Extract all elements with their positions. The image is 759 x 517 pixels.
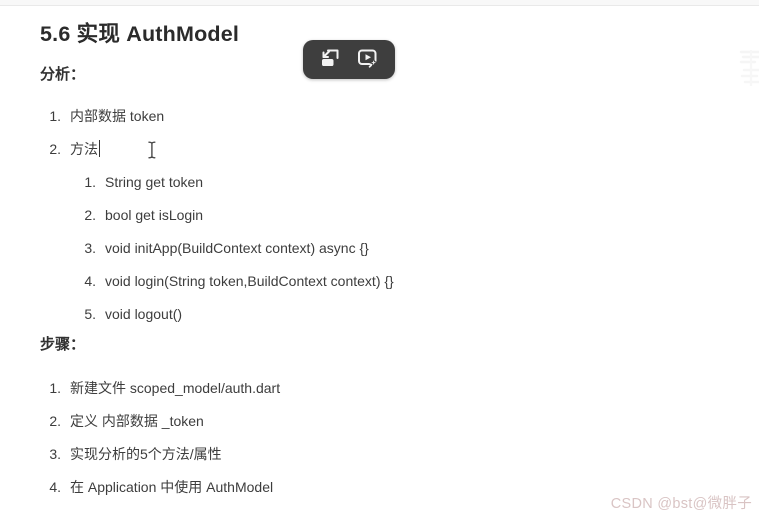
steps-list: 1. 新建文件 scoped_model/auth.dart 2. 定义 内部数… [0, 371, 759, 503]
steps-heading: 步骤： [40, 336, 86, 353]
list-item-text: void logout() [105, 305, 183, 322]
analysis-list: 1. 内部数据 token 2. 方法 1. String get token … [0, 99, 759, 330]
document-page: 5.6 实现 AuthModel 分析： 1. 内部数据 token 2. 方法… [0, 22, 759, 503]
list-item[interactable]: 1. 内部数据 token [0, 99, 759, 132]
list-item-number: 5. [84, 305, 96, 322]
video-ai-summary-button[interactable] [355, 47, 381, 73]
list-item-text: 定义 内部数据 _token [70, 412, 204, 429]
faint-edge-watermark [735, 46, 759, 92]
list-item-number: 1. [84, 173, 96, 190]
list-item-number: 2. [84, 206, 96, 223]
list-item-text: 新建文件 scoped_model/auth.dart [70, 379, 281, 396]
list-item-text: 方法 [70, 140, 98, 157]
list-item[interactable]: 2. 定义 内部数据 _token [0, 404, 759, 437]
picture-in-picture-icon [318, 46, 342, 73]
text-caret [99, 140, 100, 157]
list-item[interactable]: 1. 新建文件 scoped_model/auth.dart [0, 371, 759, 404]
page-title: 5.6 实现 AuthModel [40, 22, 240, 46]
list-item[interactable]: 1. String get token [0, 165, 759, 198]
list-item[interactable]: 4. void login(String token,BuildContext … [0, 264, 759, 297]
list-item-number: 4. [49, 478, 61, 495]
list-item[interactable]: 3. void initApp(BuildContext context) as… [0, 231, 759, 264]
top-toolbar-edge [0, 0, 759, 6]
list-item-text: void initApp(BuildContext context) async… [105, 239, 369, 256]
list-item-text: 在 Application 中使用 AuthModel [70, 478, 274, 495]
video-ai-icon [356, 46, 380, 73]
list-item-text: 实现分析的5个方法/属性 [70, 445, 222, 462]
list-item-number: 2. [49, 140, 61, 157]
list-item-number: 3. [84, 239, 96, 256]
list-item-number: 1. [49, 107, 61, 124]
list-item-number: 2. [49, 412, 61, 429]
csdn-watermark: CSDN @bst@微胖子 [610, 496, 752, 512]
list-item-number: 4. [84, 272, 96, 289]
video-overlay-toolbar [303, 40, 395, 79]
list-item-text: String get token [105, 173, 204, 190]
list-item-number: 1. [49, 379, 61, 396]
list-item-text: bool get isLogin [105, 206, 204, 223]
ibeam-cursor-icon [146, 140, 158, 165]
list-item-text: void login(String token,BuildContext con… [105, 272, 394, 289]
list-item[interactable]: 5. void logout() [0, 297, 759, 330]
analysis-heading: 分析： [40, 66, 86, 83]
picture-in-picture-button[interactable] [317, 47, 343, 73]
list-item[interactable]: 3. 实现分析的5个方法/属性 [0, 437, 759, 470]
list-item[interactable]: 2. 方法 [0, 132, 759, 165]
list-item-text: 内部数据 token [70, 107, 165, 124]
list-item[interactable]: 4. 在 Application 中使用 AuthModel [0, 470, 759, 503]
list-item-number: 3. [49, 445, 61, 462]
list-item[interactable]: 2. bool get isLogin [0, 198, 759, 231]
